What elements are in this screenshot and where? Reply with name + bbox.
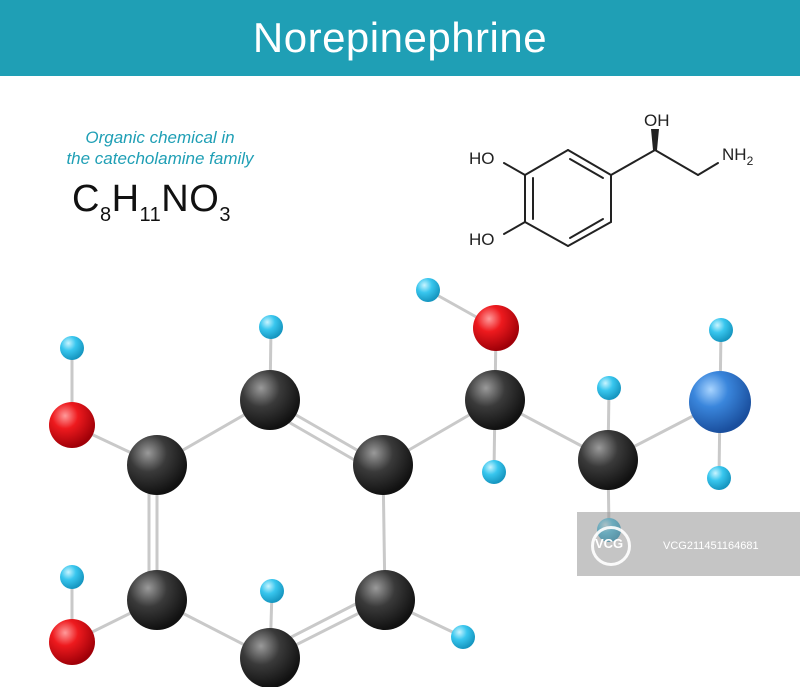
skeletal-nh2: NH2 (722, 145, 754, 168)
hydrogen-atom (451, 625, 475, 649)
skeletal-bond (567, 149, 612, 176)
wedge-bond (651, 129, 659, 150)
carbon-atom (465, 370, 525, 430)
skeletal-bond (503, 162, 526, 176)
skeletal-nh: NH (722, 145, 747, 164)
formula-carbon: C (72, 178, 100, 220)
hydrogen-atom (259, 315, 283, 339)
skeletal-bond (569, 158, 604, 179)
watermark-logo-icon (591, 526, 631, 566)
description-line-1: Organic chemical in (85, 128, 235, 147)
formula-oxygen: O (189, 178, 220, 220)
hydrogen-atom (416, 278, 440, 302)
carbon-atom (578, 430, 638, 490)
carbon-atom (127, 570, 187, 630)
hydrogen-atom (60, 336, 84, 360)
skeletal-bond (524, 221, 569, 247)
formula-carbon-count: 8 (99, 204, 112, 226)
formula-hydrogen-count: 11 (139, 204, 162, 226)
watermark-id: VCG211451164681 (663, 540, 759, 552)
skeletal-ho-lower: HO (469, 230, 495, 249)
hydrogen-atom (709, 318, 733, 342)
skeletal-nh-count: 2 (747, 154, 754, 168)
formula-hydrogen: H (111, 178, 140, 220)
oxygen-atom (49, 619, 95, 665)
oxygen-atom (473, 305, 519, 351)
hydrogen-atom (707, 466, 731, 490)
watermark: VCG VCG211451164681 (577, 512, 800, 576)
watermark-brand: VCG (595, 536, 624, 551)
page-title: Norepinephrine (252, 14, 548, 61)
skeletal-oh-top: OH (644, 111, 670, 130)
skeletal-bond (610, 149, 656, 176)
carbon-atom (240, 628, 300, 687)
skeletal-bond (503, 221, 526, 235)
carbon-atom (355, 570, 415, 630)
skeletal-formula: OH HO HO NH2 (469, 111, 754, 249)
carbon-atom (353, 435, 413, 495)
title-banner (0, 0, 800, 76)
description: Organic chemical in the catecholamine fa… (40, 127, 280, 169)
skeletal-bond (697, 162, 719, 176)
description-line-2: the catecholamine family (66, 149, 254, 168)
carbon-atom (240, 370, 300, 430)
hydrogen-atom (482, 460, 506, 484)
carbon-atom (127, 435, 187, 495)
skeletal-bond (524, 149, 569, 176)
skeletal-bond (654, 149, 699, 176)
skeletal-bond (567, 221, 612, 247)
nitrogen-atom (689, 371, 751, 433)
hydrogen-atom (60, 565, 84, 589)
skeletal-ho-upper: HO (469, 149, 495, 168)
hydrogen-atom (260, 579, 284, 603)
skeletal-bond (569, 218, 604, 239)
oxygen-atom (49, 402, 95, 448)
formula-nitrogen: N (161, 178, 190, 220)
formula-oxygen-count: 3 (219, 204, 231, 226)
molecular-formula: C8H11NO3 (72, 178, 231, 227)
hydrogen-atom (597, 376, 621, 400)
